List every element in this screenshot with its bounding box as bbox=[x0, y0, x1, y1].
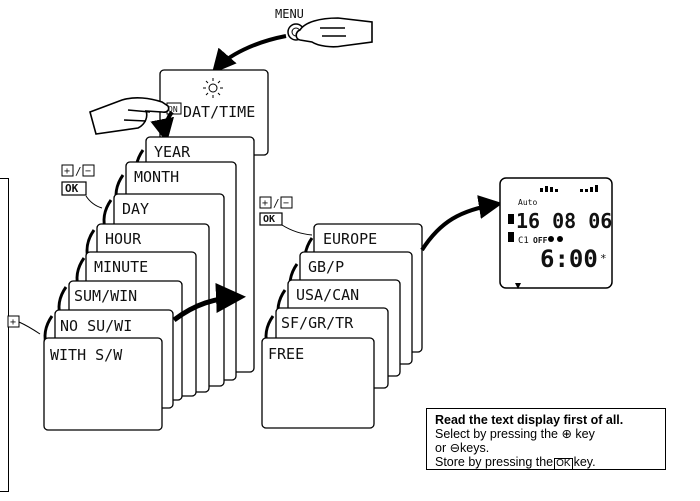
plus-key-small-label: + bbox=[10, 317, 16, 328]
instruction-title: Read the text display first of all. bbox=[435, 413, 624, 427]
card-label-sum-win: SUM/WIN bbox=[74, 287, 137, 305]
card-label-europe: EUROPE bbox=[323, 230, 377, 248]
slash-label: / bbox=[75, 165, 82, 178]
card-label-with-s-w: WITH S/W bbox=[50, 346, 123, 364]
pressing-hand-icon bbox=[89, 97, 170, 135]
ok-pointer-line bbox=[85, 195, 103, 209]
plus-indicator-icon bbox=[508, 214, 514, 224]
card-label-free: FREE bbox=[268, 345, 304, 363]
instruction-line-2: or ⊖keys. bbox=[435, 441, 490, 455]
ok-key-inline: OK bbox=[554, 458, 573, 470]
region-slash-label: / bbox=[273, 197, 280, 210]
region-plus-minus-keys: + / − bbox=[259, 196, 293, 210]
settings-card: WITH S/W bbox=[43, 337, 163, 431]
card-label-no-su-wi: NO SU/WI bbox=[60, 317, 132, 335]
datetime-card: ON DAT/TIME bbox=[159, 69, 269, 156]
triangle-marker-icon bbox=[515, 283, 521, 289]
card-label-gb-p: GB/P bbox=[308, 258, 344, 276]
display-mode: Auto bbox=[518, 198, 537, 207]
arrow-to-display bbox=[420, 195, 503, 252]
minus-key-label: − bbox=[85, 166, 91, 177]
on-key-label: ON bbox=[168, 105, 178, 114]
arrow-to-region bbox=[172, 282, 246, 322]
pointing-hand-icon bbox=[295, 17, 373, 48]
plus-key-label: + bbox=[64, 166, 70, 177]
region-plus-key-label: + bbox=[262, 198, 268, 209]
region-card-stack: EUROPE GB/P USA/CAN SF/GR/TR FREE bbox=[261, 223, 423, 429]
card-label-sf-gr-tr: SF/GR/TR bbox=[281, 314, 354, 332]
left-bracket bbox=[0, 178, 9, 492]
arrow-menu-to-datetime bbox=[211, 34, 287, 74]
minus-indicator-icon bbox=[508, 232, 514, 242]
card-label-usa-can: USA/CAN bbox=[296, 286, 359, 304]
ok-key-label: OK bbox=[65, 182, 79, 195]
hand-symbol-icon bbox=[548, 236, 563, 242]
instruction-line-3-pre: Store by pressing the bbox=[435, 455, 554, 469]
region-ok-key: OK bbox=[259, 212, 283, 226]
arrow-datetime-to-year bbox=[150, 110, 175, 143]
display-date: 16 08 06 bbox=[516, 209, 612, 233]
menu-label: MENU bbox=[275, 7, 304, 21]
region-card: FREE bbox=[261, 337, 375, 429]
region-ok-pointer-line bbox=[281, 224, 313, 236]
card-label-hour: HOUR bbox=[105, 230, 142, 248]
display-status: OFF bbox=[533, 236, 548, 245]
instruction-line-3-post: key. bbox=[573, 455, 596, 469]
plus-pointer-line bbox=[18, 321, 41, 335]
display-channel: C1 bbox=[518, 236, 529, 246]
instruction-line-1: Select by pressing the ⊕ key bbox=[435, 427, 595, 441]
lcd-display: Auto 16 08 06 C1 OFF 6:00 * bbox=[499, 177, 613, 289]
display-time: 6:00 bbox=[540, 245, 598, 273]
display-asterisk: * bbox=[600, 252, 607, 265]
card-label-year: YEAR bbox=[154, 143, 191, 161]
region-minus-key-label: − bbox=[283, 198, 289, 209]
signal-bars-icon bbox=[540, 185, 598, 192]
card-label-month: MONTH bbox=[134, 168, 179, 186]
ok-key: OK bbox=[61, 181, 87, 196]
card-label-day: DAY bbox=[122, 200, 149, 218]
instruction-box: Read the text display first of all. Sele… bbox=[426, 408, 666, 470]
plus-minus-keys: + / − bbox=[61, 164, 95, 178]
datetime-card-label: DAT/TIME bbox=[183, 103, 255, 121]
region-ok-key-label: OK bbox=[263, 214, 275, 225]
card-label-minute: MINUTE bbox=[94, 258, 148, 276]
plus-key-small: + bbox=[7, 315, 20, 328]
sun-blink-icon bbox=[203, 78, 223, 98]
settings-card-stack: YEAR MONTH DAY HOUR MINUTE SUM/WIN bbox=[43, 136, 255, 431]
